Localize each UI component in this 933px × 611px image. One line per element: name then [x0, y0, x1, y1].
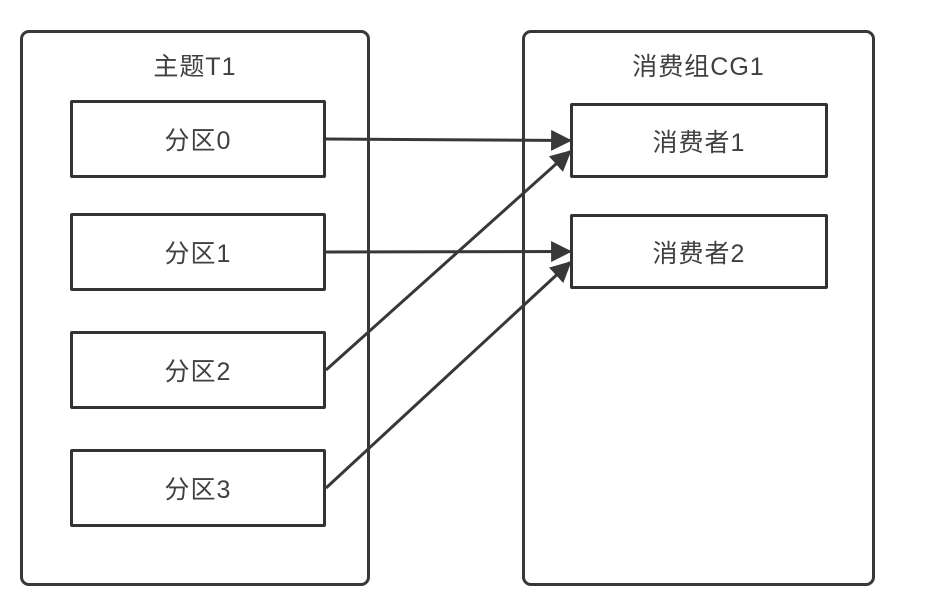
partition-box-0: 分区0 — [70, 100, 326, 178]
partition-box-1: 分区1 — [70, 213, 326, 291]
consumer-box-2: 消费者2 — [570, 214, 828, 289]
partition-label-0: 分区0 — [164, 127, 232, 155]
partition-label-3: 分区3 — [164, 476, 232, 504]
consumer-group-title: 消费组CG1 — [632, 53, 765, 81]
consumer-box-1: 消费者1 — [570, 103, 828, 178]
partition-label-1: 分区1 — [164, 240, 232, 268]
consumer-label-1: 消费者1 — [652, 128, 746, 157]
partition-box-2: 分区2 — [70, 331, 326, 409]
topic-title: 主题T1 — [153, 53, 237, 81]
consumer-label-2: 消费者2 — [652, 239, 746, 268]
partition-box-3: 分区3 — [70, 449, 326, 527]
partition-label-2: 分区2 — [164, 358, 232, 386]
